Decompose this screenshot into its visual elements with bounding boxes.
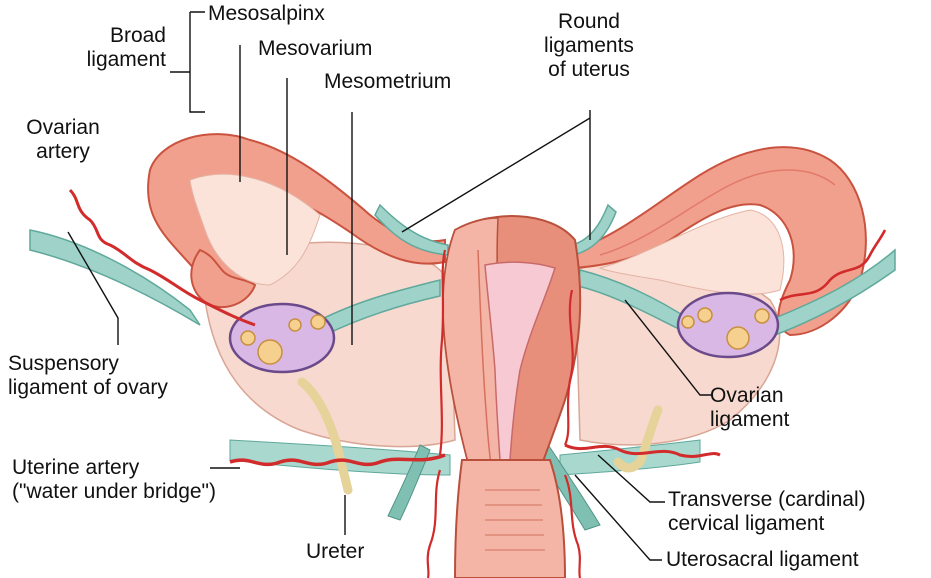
label-ovarian-artery-line1: Ovarian (8, 116, 118, 140)
label-suspensory-ligament: Suspensory ligament of ovary (8, 352, 168, 400)
right-ovary-follicle-4 (755, 309, 769, 323)
label-uterine-artery-line1: Uterine artery (12, 456, 216, 480)
label-transverse-cervical-line2: cervical ligament (668, 512, 866, 536)
label-mesometrium-text: Mesometrium (324, 70, 451, 94)
label-ovarian-ligament-line1: Ovarian (710, 384, 789, 408)
label-transverse-cervical-line1: Transverse (cardinal) (668, 488, 866, 512)
label-ovarian-ligament-line2: ligament (710, 408, 789, 432)
right-ovary-follicle-3 (682, 316, 694, 328)
label-uterosacral-ligament: Uterosacral ligament (666, 548, 859, 572)
label-uterine-artery: Uterine artery ("water under bridge") (12, 456, 216, 504)
label-mesosalpinx: Mesosalpinx (208, 2, 325, 26)
label-mesometrium: Mesometrium (324, 70, 451, 94)
label-ovarian-ligament: Ovarian ligament (710, 384, 789, 432)
label-round-ligaments: Round ligaments of uterus (524, 10, 654, 82)
left-ovary-follicle-3 (289, 319, 301, 331)
label-broad-ligament: Broad ligament (58, 24, 166, 72)
label-ureter-text: Ureter (306, 540, 364, 564)
label-broad-ligament-line1: Broad (58, 24, 166, 48)
label-broad-ligament-line2: ligament (58, 48, 166, 72)
label-round-ligaments-line3: of uterus (524, 58, 654, 82)
cervix-vagina (455, 460, 565, 578)
label-uterine-artery-line2: ("water under bridge") (12, 480, 216, 504)
left-ovary-follicle (258, 340, 282, 364)
left-ovary-follicle-4 (311, 315, 325, 329)
label-mesosalpinx-text: Mesosalpinx (208, 2, 325, 26)
label-mesovarium-text: Mesovarium (258, 37, 372, 61)
label-round-ligaments-line2: ligaments (524, 34, 654, 58)
label-suspensory-ligament-line1: Suspensory (8, 352, 168, 376)
label-mesovarium: Mesovarium (258, 37, 372, 61)
right-ovary-follicle-2 (698, 308, 712, 322)
label-ovarian-artery-line2: artery (8, 140, 118, 164)
label-suspensory-ligament-line2: ligament of ovary (8, 376, 168, 400)
descending-artery (428, 470, 440, 578)
label-ovarian-artery: Ovarian artery (8, 116, 118, 164)
label-round-ligaments-line1: Round (524, 10, 654, 34)
label-uterosacral-text: Uterosacral ligament (666, 548, 859, 572)
label-ureter: Ureter (306, 540, 364, 564)
label-transverse-cervical-ligament: Transverse (cardinal) cervical ligament (668, 488, 866, 536)
left-ovary-follicle-2 (241, 331, 255, 345)
right-ovary-follicle (727, 327, 749, 349)
